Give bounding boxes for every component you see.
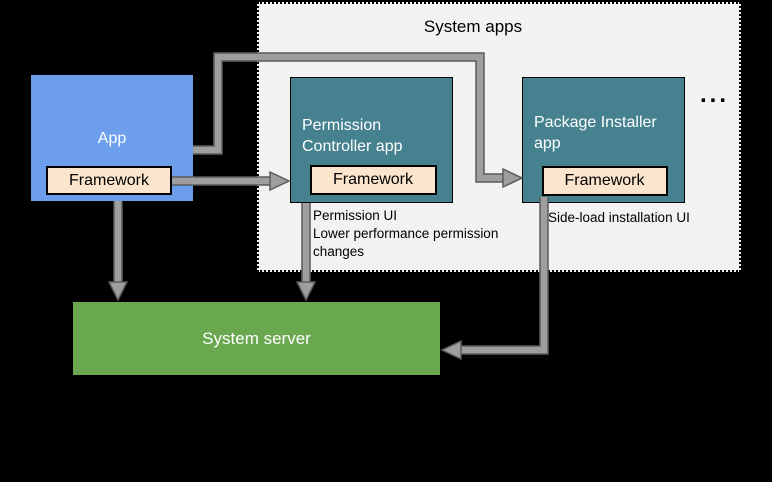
permission-controller-note: Permission UI Lower performance permissi… — [313, 208, 499, 259]
system-apps-group-title: System apps — [423, 17, 523, 36]
package-installer-note: Side-load installation UI — [548, 210, 690, 225]
package-installer-box: Package Installer app Framework — [522, 77, 685, 203]
permission-controller-box: Permission Controller app Framework — [290, 77, 453, 203]
app-box-label: App — [97, 130, 127, 147]
app-framework-chip: Framework — [46, 166, 172, 195]
more-system-apps-ellipsis: ... — [700, 81, 730, 108]
system-server-box: System server — [73, 302, 440, 375]
package-installer-framework-chip: Framework — [541, 165, 668, 196]
system-server-label: System server — [202, 328, 311, 348]
permission-controller-label: Permission Controller app — [302, 117, 403, 155]
arrow-app-to-system-server — [107, 201, 129, 302]
app-box: App Framework — [31, 75, 193, 201]
permission-controller-framework-chip: Framework — [309, 164, 437, 195]
package-installer-label: Package Installer app — [534, 114, 657, 152]
